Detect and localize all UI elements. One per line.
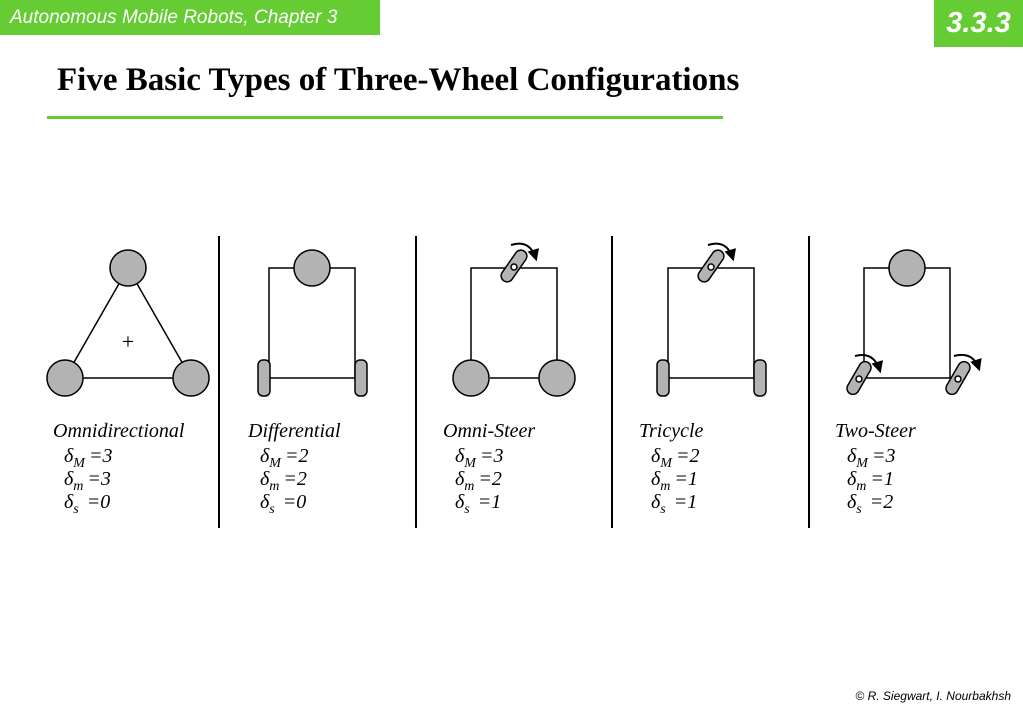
svg-text:δM=3: δM=3 [64, 445, 112, 471]
wheel-right [172, 359, 210, 397]
svg-text:δm=3: δm=3 [64, 468, 111, 494]
page-title: Five Basic Types of Three-Wheel Configur… [57, 62, 740, 98]
section-number-badge: 3.3.3 [934, 0, 1023, 47]
svg-text:δM=3: δM=3 [455, 445, 503, 471]
mobility-degree-row: δM=3 [64, 445, 112, 471]
svg-text:δs=0: δs=0 [64, 491, 110, 517]
omnidirectional-drawing [46, 249, 210, 397]
steer-arrow [510, 242, 539, 262]
center-mark: + [122, 329, 134, 354]
caster-wheel [293, 249, 331, 287]
config-name: Two-Steer [835, 420, 916, 442]
mobility-row: δm=1 [847, 468, 894, 494]
wheel-right [753, 359, 767, 397]
mobility-row: δm=3 [64, 468, 111, 494]
chassis-triangle [63, 266, 193, 379]
wheel-left [46, 359, 84, 397]
svg-text:δM=3: δM=3 [847, 445, 895, 471]
steerability-row: δs=1 [455, 491, 501, 517]
mobility-degree-row: δM=3 [847, 445, 895, 471]
wheel-right [354, 359, 368, 397]
configuration-labels: Omnidirectional δM=3 δm=3 δs=0 Different… [53, 420, 916, 517]
chassis-frame [863, 267, 951, 379]
title-underline [47, 116, 723, 119]
config-name: Differential [247, 420, 341, 442]
tricycle-drawing [656, 242, 767, 397]
svg-text:δM=2: δM=2 [260, 445, 308, 471]
wheel-right [538, 359, 576, 397]
wheel-left [257, 359, 271, 397]
mobility-degree-row: δM=3 [455, 445, 503, 471]
steer-arrow-right [953, 353, 982, 372]
mobility-row: δm=2 [260, 468, 307, 494]
config-name: Omni-Steer [443, 420, 535, 442]
steerability-row: δs=0 [260, 491, 306, 517]
chassis-frame [268, 267, 356, 379]
svg-text:δs=2: δs=2 [847, 491, 893, 517]
chassis-frame [667, 267, 755, 379]
steer-axis-left [855, 375, 863, 383]
mobility-degree-row: δM=2 [260, 445, 308, 471]
steerability-row: δs=2 [847, 491, 893, 517]
steerability-row: δs=0 [64, 491, 110, 517]
svg-text:δm=1: δm=1 [651, 468, 698, 494]
svg-text:δm=2: δm=2 [455, 468, 502, 494]
config-name: Omnidirectional [53, 420, 185, 442]
wheel-left [452, 359, 490, 397]
wheel-top [109, 249, 147, 287]
steer-axis [510, 263, 518, 271]
two-steer-drawing [846, 249, 982, 396]
svg-text:δm=2: δm=2 [260, 468, 307, 494]
steer-arrow [707, 242, 736, 262]
mobility-degree-row: δM=2 [651, 445, 699, 471]
differential-drawing [257, 249, 368, 397]
svg-text:δs=1: δs=1 [455, 491, 501, 517]
svg-text:δs=0: δs=0 [260, 491, 306, 517]
chapter-header: Autonomous Mobile Robots, Chapter 3 [0, 0, 380, 35]
mobility-row: δm=2 [455, 468, 502, 494]
front-wheel [888, 249, 926, 287]
svg-text:δm=1: δm=1 [847, 468, 894, 494]
copyright-footer: © R. Siegwart, I. Nourbakhsh [855, 689, 1011, 703]
svg-text:δs=1: δs=1 [651, 491, 697, 517]
wheel-left [656, 359, 670, 397]
steer-axis-right [954, 375, 962, 383]
config-name: Tricycle [639, 420, 704, 442]
steer-arrow-left [854, 354, 883, 374]
steer-axis [707, 263, 715, 271]
steerability-row: δs=1 [651, 491, 697, 517]
chassis-frame [470, 267, 558, 379]
svg-text:δM=2: δM=2 [651, 445, 699, 471]
mobility-row: δm=1 [651, 468, 698, 494]
omni-steer-drawing [452, 242, 576, 397]
column-dividers [218, 236, 810, 528]
